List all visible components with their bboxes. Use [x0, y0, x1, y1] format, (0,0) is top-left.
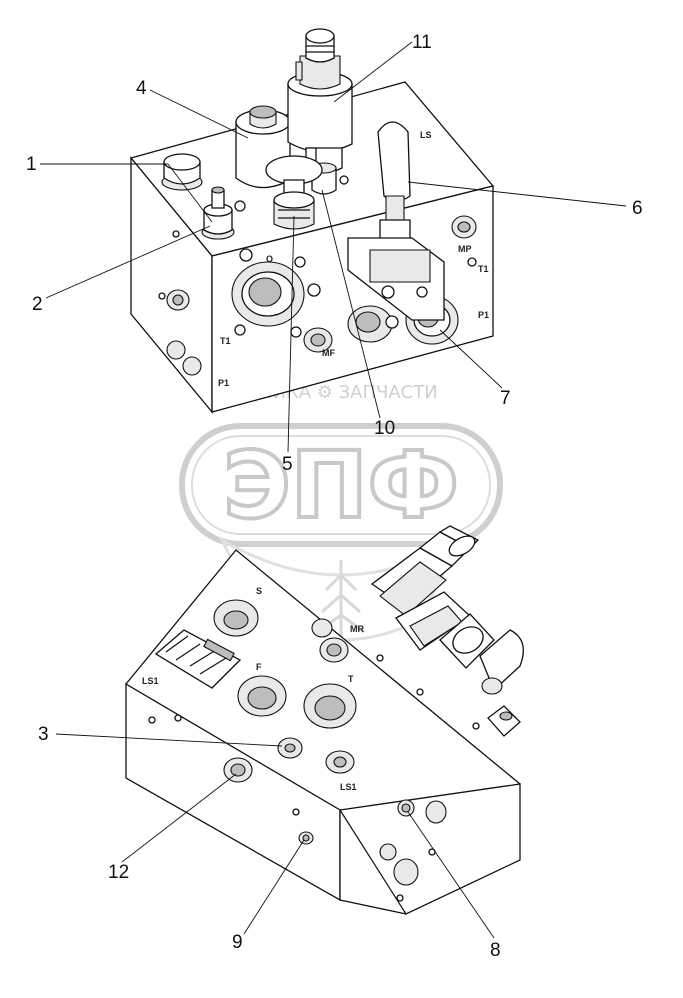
watermark-logo-frame	[179, 423, 503, 547]
top-port-label-t1-left: T1	[220, 336, 231, 346]
bottom-port-label-t: T	[348, 674, 354, 684]
bottom-block-port-f	[237, 675, 287, 717]
leader-7	[439, 329, 503, 389]
bottom-block-bolt	[376, 654, 384, 662]
callout-numbers: 1 2 3 4 5 6 7 8 9 10 11 12	[26, 32, 643, 961]
callout-4: 4	[136, 78, 147, 99]
part-9-port	[298, 831, 314, 845]
bottom-front-port	[379, 843, 397, 861]
top-port-label-p1-right: P1	[478, 310, 489, 320]
callout-7: 7	[500, 388, 511, 409]
top-block-bolt	[467, 257, 477, 267]
bottom-port-label-s: S	[256, 586, 262, 596]
top-block-bolt	[307, 283, 321, 297]
top-block-port-mp	[451, 215, 477, 239]
leader-6	[407, 181, 627, 207]
leader-11	[333, 41, 413, 103]
watermark-logo-text: ЭПФ	[223, 432, 459, 539]
bottom-port-label-mr: MR	[350, 624, 364, 634]
bottom-front-port	[393, 858, 419, 886]
part-1-plug	[161, 153, 203, 191]
top-port-label-mf: MF	[322, 348, 335, 358]
callout-6: 6	[632, 198, 643, 219]
callout-2: 2	[32, 294, 43, 315]
bottom-port-label-f: F	[256, 662, 262, 672]
watermark-tree-icon	[317, 560, 365, 640]
top-port-label-t1-right: T1	[478, 264, 489, 274]
top-port-label-ls: LS	[420, 130, 432, 140]
bottom-block-hole	[292, 808, 300, 816]
bottom-valve-block: S MR F T LS1 LS1	[125, 525, 524, 915]
leader-2	[45, 225, 211, 299]
bottom-front-port	[425, 800, 447, 824]
bottom-block-nameplate	[154, 629, 242, 689]
leader-lines	[40, 41, 627, 939]
bottom-block-port-mr	[311, 618, 349, 663]
leader-3	[55, 733, 283, 747]
top-port-label-p1-left: P1	[218, 378, 229, 388]
part-5-knob	[265, 155, 323, 230]
bottom-port-label-ls1-top: LS1	[340, 782, 357, 792]
bottom-block-hole	[148, 716, 156, 724]
bottom-block-port-ls1	[325, 750, 355, 774]
top-port-label-o: O	[266, 254, 273, 264]
bottom-block-mounted-valves	[370, 525, 524, 737]
bottom-block-port-t	[303, 683, 357, 729]
leader-10	[321, 189, 381, 419]
leader-9	[243, 839, 305, 935]
callout-5: 5	[282, 454, 293, 475]
callout-12: 12	[108, 862, 129, 883]
part-3-plug	[277, 737, 303, 759]
bottom-front-hole	[396, 894, 404, 902]
watermark-logo-frame-inner	[191, 435, 491, 535]
top-block-left-ports	[158, 230, 202, 376]
leader-8	[407, 811, 495, 939]
leader-5	[287, 215, 295, 453]
top-port-label-mp: MP	[458, 244, 472, 254]
callout-9: 9	[232, 932, 243, 953]
bottom-port-label-ls1-side: LS1	[142, 676, 159, 686]
top-valve-block: O MP T1 P1 T1 P1 MF P LS	[129, 28, 495, 414]
part-6-lever	[347, 121, 445, 329]
top-block-port-o	[231, 248, 306, 338]
part-8-port	[397, 799, 415, 817]
callout-10: 10	[374, 418, 395, 439]
bottom-block-bolt	[416, 688, 424, 696]
callout-3: 3	[38, 724, 49, 745]
bottom-block-hole	[174, 714, 182, 722]
callout-1: 1	[26, 154, 37, 175]
part-12-port	[223, 757, 253, 783]
leader-1b	[167, 163, 213, 223]
top-block-port-mf	[303, 327, 333, 353]
bottom-block-bolt	[472, 722, 480, 730]
leader-4	[149, 89, 249, 139]
bottom-block-port-s	[213, 599, 259, 637]
callout-8: 8	[490, 940, 501, 961]
leader-12	[121, 773, 237, 863]
top-block-port-t1	[347, 305, 393, 343]
part-2-fitting	[201, 186, 246, 240]
callout-11: 11	[412, 32, 432, 53]
